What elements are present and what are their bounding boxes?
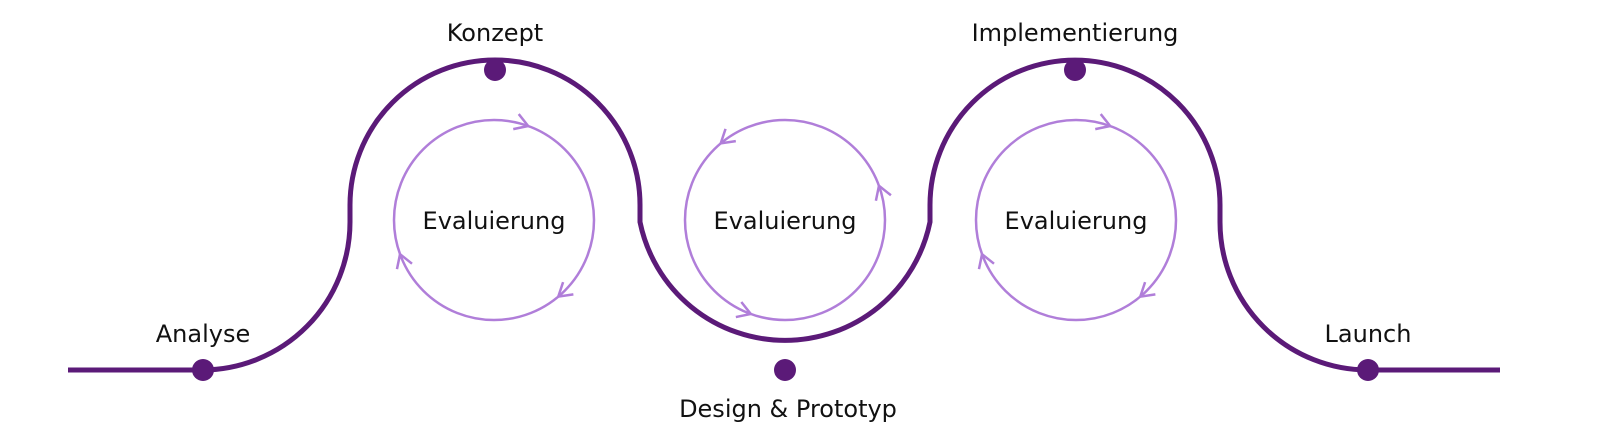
stage-node-design-prototyp xyxy=(774,359,796,381)
stage-node-konzept xyxy=(484,59,506,81)
cycle-label: Evaluierung xyxy=(1005,207,1148,235)
cycle-ring xyxy=(392,118,596,322)
cycle-arrows xyxy=(395,113,574,299)
cycle-arrowhead xyxy=(718,128,737,145)
cycle-arrowhead xyxy=(395,251,413,270)
cycle-arrowhead xyxy=(556,281,574,299)
evaluation-cycle-2: Evaluierung xyxy=(683,118,892,322)
cycle-label: Evaluierung xyxy=(423,207,566,235)
cycle-ring xyxy=(683,118,887,322)
cycle-arrowhead xyxy=(512,113,531,131)
cycle-arrowhead xyxy=(1094,113,1113,131)
stage-node-launch xyxy=(1357,359,1379,381)
cycle-ring xyxy=(974,118,1178,322)
stage-node-implementierung xyxy=(1064,59,1086,81)
stage-label-design-prototyp: Design & Prototyp xyxy=(679,395,897,423)
cycle-arrowhead xyxy=(977,251,995,270)
evaluation-cycle-1: Evaluierung xyxy=(392,113,596,322)
stage-label-implementierung: Implementierung xyxy=(972,19,1179,47)
stage-label-konzept: Konzept xyxy=(447,19,543,47)
cycle-label: Evaluierung xyxy=(714,207,857,235)
stage-label-analyse: Analyse xyxy=(156,320,250,348)
evaluation-cycle-3: Evaluierung xyxy=(974,113,1178,322)
stage-label-launch: Launch xyxy=(1325,320,1412,348)
cycle-arrows xyxy=(718,128,892,319)
cycle-arrowhead xyxy=(735,301,754,319)
cycle-arrows xyxy=(977,113,1156,299)
cycle-arrowhead xyxy=(1138,281,1156,299)
stage-node-analyse xyxy=(192,359,214,381)
process-path xyxy=(68,57,1500,373)
cycle-arrowhead xyxy=(874,183,892,202)
